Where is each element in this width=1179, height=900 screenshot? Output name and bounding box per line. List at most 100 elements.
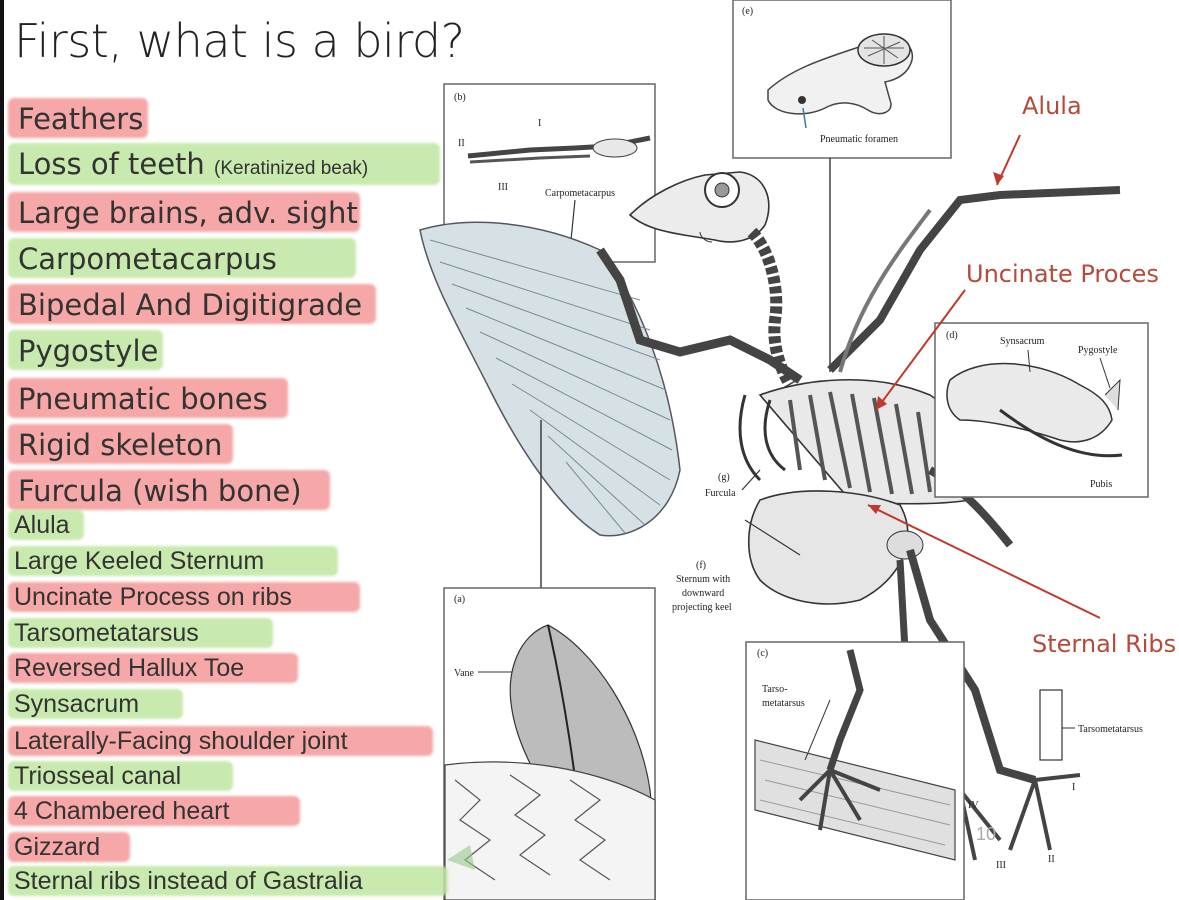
panel-d-pelvis: (d) Synsacrum Pygostyle Pubis <box>934 322 1149 498</box>
carpometacarpus-label: Carpometacarpus <box>545 188 615 199</box>
trait-text: Rigid skeleton <box>18 428 223 462</box>
trait-text: Large brains, adv. sight <box>18 196 358 230</box>
callout-sternal-ribs: Sternal Ribs <box>1032 630 1176 658</box>
trait-item: Rigid skeleton <box>18 428 222 462</box>
trait-text: Reversed Hallux Toe <box>14 654 245 682</box>
trait-note: (Keratinized beak) <box>214 158 369 179</box>
sternum-line-3: projecting keel <box>672 602 732 613</box>
panel-a-feather: (a) Vane <box>443 587 656 900</box>
pygostyle-label: Pygostyle <box>1078 345 1118 356</box>
trait-text: 4 Chambered heart <box>14 797 230 825</box>
trait-highlight <box>8 284 376 324</box>
pubis-label: Pubis <box>1090 479 1112 490</box>
trait-item: Tarsometatarsus <box>14 619 199 648</box>
toe-ii-label: II <box>1048 854 1055 865</box>
toe-iii-label: III <box>996 860 1006 871</box>
trait-item: Uncinate Process on ribs <box>14 583 292 612</box>
trait-item: 4 Chambered heart <box>14 797 229 826</box>
trait-highlight <box>8 98 148 138</box>
trait-item: Loss of teeth (Keratinized beak) <box>18 147 368 181</box>
trait-highlight <box>8 796 300 826</box>
trait-text: Synsacrum <box>14 690 140 718</box>
trait-text: Pygostyle <box>18 334 159 368</box>
trait-text: Loss of teeth <box>18 147 205 181</box>
wing-feathers <box>419 221 681 588</box>
sternum-line-1: Sternum with <box>676 574 730 585</box>
digit-iii-label: III <box>498 182 508 193</box>
panel-a-label: (a) <box>454 594 465 605</box>
callout-uncinate-process: Uncinate Proces <box>966 260 1159 288</box>
trait-text: Laterally-Facing shoulder joint <box>14 727 348 755</box>
trait-item: Feathers <box>18 102 143 136</box>
toe-i-label: I <box>1072 782 1075 793</box>
left-edge-bar <box>0 0 4 900</box>
trait-highlight <box>8 653 298 683</box>
trait-item: Furcula (wish bone) <box>18 474 302 508</box>
trait-highlight <box>8 330 163 370</box>
trait-item: Reversed Hallux Toe <box>14 654 244 683</box>
trait-highlight <box>8 618 273 648</box>
trait-text: Alula <box>14 511 70 539</box>
panel-d-label: (d) <box>946 330 958 341</box>
trait-item: Pygostyle <box>18 334 158 368</box>
toe-iv-label: IV <box>968 800 979 811</box>
trait-highlight <box>8 470 330 510</box>
trait-highlight <box>8 761 233 791</box>
furcula-tag: (g) <box>718 472 730 483</box>
trait-highlight <box>8 424 233 464</box>
trait-item: Alula <box>14 511 70 540</box>
synsacrum-label: Synsacrum <box>1000 336 1045 347</box>
panel-b-label: (b) <box>454 92 466 103</box>
trait-highlight <box>8 866 448 896</box>
vane-label: Vane <box>454 668 475 679</box>
trait-item: Large Keeled Sternum <box>14 547 264 576</box>
trait-text: Tarsometatarsus <box>14 619 199 647</box>
trait-highlight <box>8 546 338 576</box>
tarso-label-2: metatarsus <box>762 698 805 709</box>
digit-ii-label: II <box>458 138 465 149</box>
panel-c-foot: (c) Tarso- metatarsus <box>745 641 965 900</box>
furcula-label: Furcula <box>705 488 736 499</box>
slide-title: First, what is a bird? <box>14 14 465 68</box>
trait-item: Large brains, adv. sight <box>18 196 358 230</box>
trait-text: Sternal ribs instead of Gastralia <box>14 867 363 895</box>
trait-highlight <box>8 689 183 719</box>
trait-item: Gizzard <box>14 833 100 862</box>
trait-item: Sternal ribs instead of Gastralia <box>14 867 363 896</box>
trait-text: Triosseal canal <box>14 762 182 790</box>
trait-text: Gizzard <box>14 833 101 861</box>
trait-item: Bipedal And Digitigrade <box>18 288 362 322</box>
trait-item: Laterally-Facing shoulder joint <box>14 727 348 756</box>
trait-item: Triosseal canal <box>14 762 181 791</box>
page-number: 10 <box>976 824 996 844</box>
tarso-label-1: Tarso- <box>762 684 787 695</box>
trait-highlight <box>8 726 433 756</box>
sternum-tag: (f) <box>696 560 706 571</box>
trait-text: Pneumatic bones <box>18 382 268 416</box>
trait-text: Feathers <box>18 102 144 136</box>
tarsometatarsus-label: Tarsometatarsus <box>1078 724 1143 735</box>
skeleton-body: (g) Furcula (f) Sternum with downward pr… <box>596 186 1121 613</box>
trait-text: Furcula (wish bone) <box>18 474 302 508</box>
trait-text: Carpometacarpus <box>18 242 277 276</box>
trait-highlight <box>8 238 356 278</box>
trait-item: Carpometacarpus <box>18 242 277 276</box>
trait-highlight <box>8 832 130 862</box>
trait-text: Large Keeled Sternum <box>14 547 265 575</box>
callout-arrows <box>447 134 1101 870</box>
trait-text: Bipedal And Digitigrade <box>18 288 363 322</box>
trait-highlight <box>8 143 440 185</box>
trait-item: Pneumatic bones <box>18 382 268 416</box>
digit-i-label: I <box>538 118 541 129</box>
callout-alula: Alula <box>1022 92 1082 120</box>
trait-text: Uncinate Process on ribs <box>14 583 292 611</box>
panel-e-label: (e) <box>742 6 753 17</box>
trait-highlight <box>8 192 360 232</box>
trait-highlight <box>8 378 288 418</box>
sternum-line-2: downward <box>682 588 724 599</box>
pneumatic-foramen-label: Pneumatic foramen <box>820 134 898 145</box>
panel-e-pneumatic-bone: (e) Pneumatic foramen <box>732 0 952 372</box>
panel-c-label: (c) <box>757 648 768 659</box>
